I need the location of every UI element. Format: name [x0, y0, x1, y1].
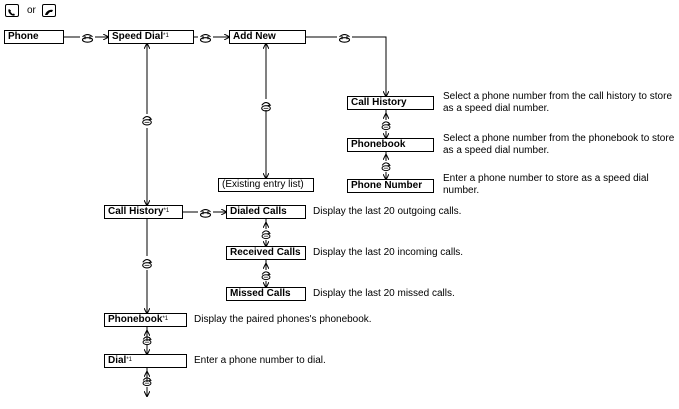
- press-knob-icon: [199, 33, 212, 43]
- or-text: or: [27, 5, 36, 16]
- rotate-knob-icon: [261, 102, 271, 112]
- dialed-calls-description: Display the last 20 outgoing calls.: [313, 206, 462, 217]
- dialed-calls-node[interactable]: Dialed Calls: [226, 205, 306, 219]
- rotate-knob-icon: [381, 121, 391, 131]
- phone-button-icon: [5, 4, 19, 17]
- pickup-button-icon: [42, 4, 56, 17]
- phone-node[interactable]: Phone: [4, 30, 64, 44]
- received-calls-description: Display the last 20 incoming calls.: [313, 247, 464, 258]
- press-knob-icon: [199, 208, 212, 218]
- speed-dial-phonebook-description: Select a phone number from the phonebook…: [443, 133, 675, 156]
- speed-dial-call-history-node[interactable]: Call History: [347, 96, 434, 110]
- phonebook-description: Display the paired phones's phonebook.: [194, 314, 372, 325]
- dial-node[interactable]: Dial*1: [104, 354, 187, 368]
- rotate-knob-icon: [261, 271, 271, 281]
- missed-calls-node[interactable]: Missed Calls: [226, 287, 306, 301]
- speed-dial-node[interactable]: Speed Dial*1: [108, 30, 194, 44]
- speed-dial-phonebook-node[interactable]: Phonebook: [347, 138, 434, 152]
- rotate-knob-icon: [381, 162, 391, 172]
- received-calls-node[interactable]: Received Calls: [226, 246, 306, 260]
- call-history-node[interactable]: Call History*1: [104, 205, 183, 219]
- rotate-knob-icon: [261, 230, 271, 240]
- missed-calls-description: Display the last 20 missed calls.: [313, 288, 455, 299]
- rotate-knob-icon: [142, 116, 152, 126]
- speed-dial-call-history-description: Select a phone number from the call hist…: [443, 91, 673, 114]
- existing-entry-list-node[interactable]: (Existing entry list): [218, 178, 314, 192]
- press-knob-icon: [338, 33, 351, 43]
- phonebook-node[interactable]: Phonebook*1: [104, 313, 187, 327]
- press-knob-icon: [81, 33, 94, 43]
- phone-number-description: Enter a phone number to store as a speed…: [443, 173, 649, 196]
- rotate-knob-icon: [142, 259, 152, 269]
- dial-description: Enter a phone number to dial.: [194, 355, 326, 366]
- phone-number-node[interactable]: Phone Number: [347, 179, 434, 193]
- add-new-node[interactable]: Add New: [229, 30, 306, 44]
